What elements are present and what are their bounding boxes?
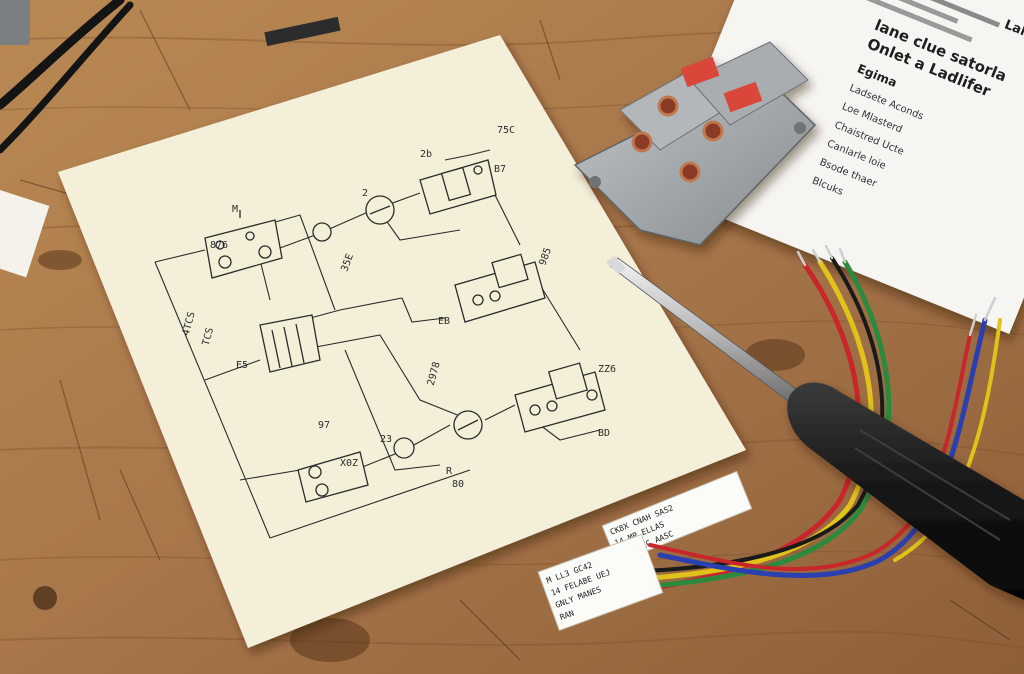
black-cables	[0, 0, 134, 154]
label-right-low: ZZ6	[598, 364, 616, 375]
red-button-1	[680, 56, 720, 88]
label-bottom-right-a: R	[446, 466, 453, 477]
label-left-vertical-b: TCS	[201, 327, 216, 347]
label-gauge-top: 2	[362, 188, 368, 199]
label-left-block: 876	[210, 240, 228, 251]
label-bottom-switch: X0Z	[340, 458, 358, 469]
schematic-nodes	[312, 195, 483, 459]
wire-yellow	[617, 259, 874, 583]
device-corner	[0, 0, 30, 45]
screwdriver	[606, 256, 1024, 600]
schematic-sheet: 75C 2b B7 2 M 876 35E 985 EB 4TCS TCS E5…	[58, 35, 746, 648]
wire-red-2	[648, 333, 972, 571]
screwdriver-handle	[787, 382, 1024, 600]
label-top-conn-b: B7	[494, 164, 506, 175]
label-bottom-right-b: 80	[452, 479, 464, 490]
wire-tag-front: M LL3 GC42 14 FELABE UEJ GNLY MANES RAN	[537, 533, 664, 631]
switch-bottom	[297, 451, 369, 503]
label-top-right: 75C	[497, 125, 515, 136]
wire-blue	[657, 317, 988, 579]
paper-scrap	[0, 187, 50, 278]
dark-mark	[264, 16, 341, 47]
label-top-conn-a: 2b	[420, 149, 432, 160]
terminal-block-right-mid	[454, 253, 546, 323]
terminal-connector-block	[573, 41, 817, 246]
terminal-block-left	[204, 210, 283, 279]
terminal-block-top	[419, 159, 497, 215]
label-left-block-top: M	[232, 204, 238, 215]
relay-component	[259, 314, 321, 373]
wire-green	[627, 259, 892, 591]
label-left-mid: E5	[236, 360, 248, 371]
terminal-block-right-low	[514, 362, 606, 433]
label-bottom-left-top: 97	[318, 420, 330, 431]
colored-wires	[597, 256, 1002, 598]
label-right-mid-left: EB	[438, 316, 450, 327]
red-button-2	[723, 81, 763, 113]
handout-sheet: Be Lalb lane clue satorla Onlet a Ladlif…	[656, 0, 1024, 334]
wire-yellow-2	[893, 318, 1002, 562]
label-right-low-b: BD	[598, 428, 610, 439]
label-bottom-center: 23	[380, 434, 392, 445]
wire-tips	[796, 244, 997, 337]
